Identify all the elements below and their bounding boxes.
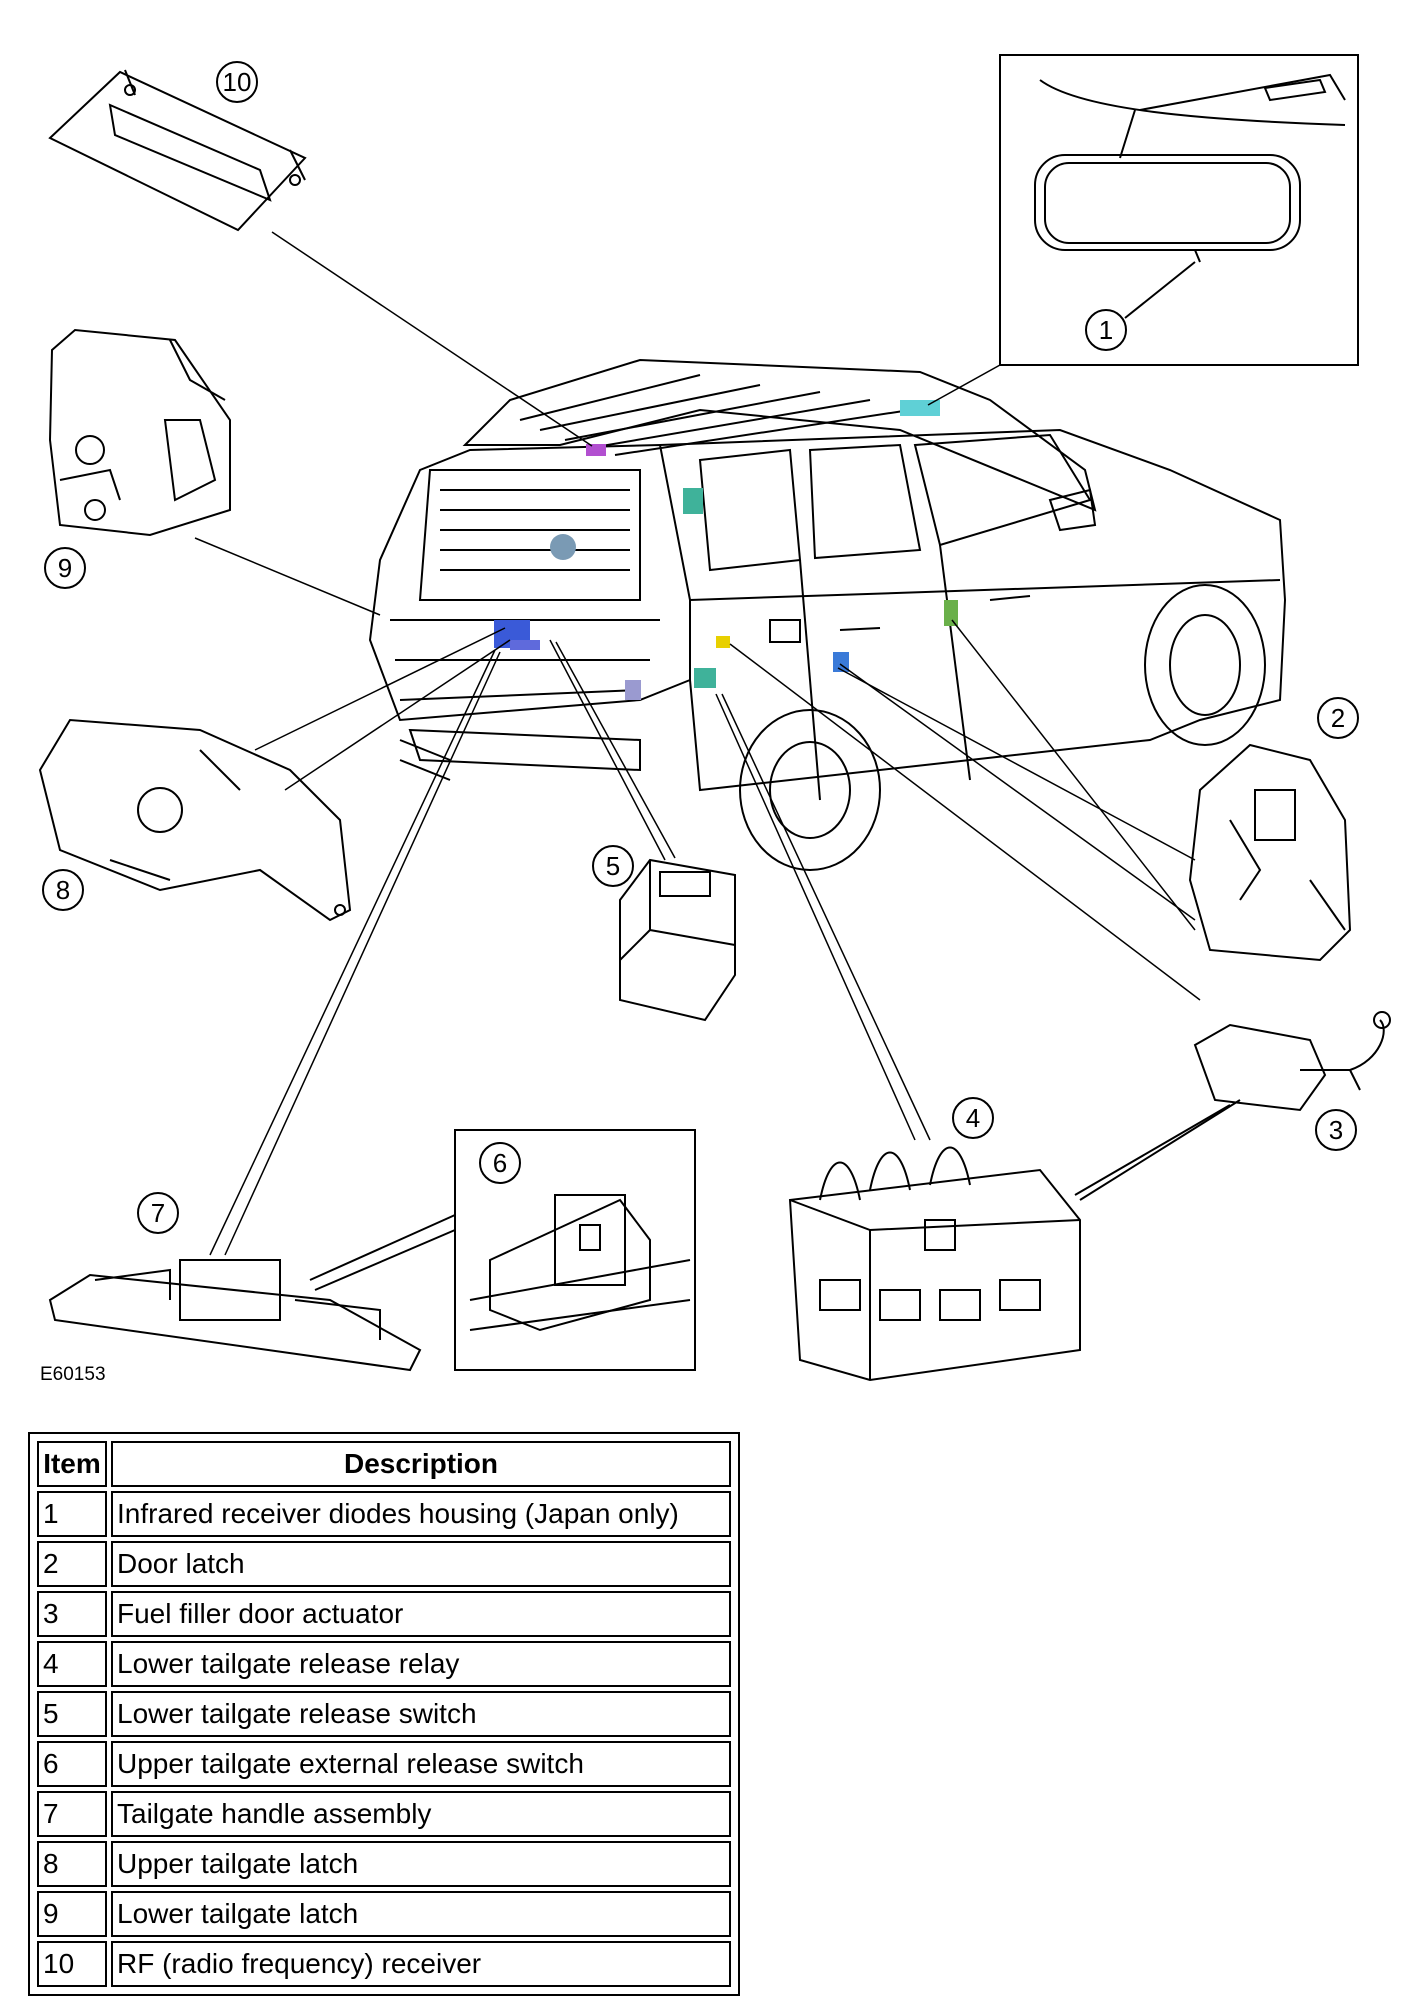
item-number: 10 [37, 1941, 107, 1987]
callout-8: 8 [56, 875, 70, 905]
highlight-roof-module [683, 488, 703, 514]
table-row: 9 Lower tailgate latch [37, 1891, 731, 1937]
table-row: 3 Fuel filler door actuator [37, 1591, 731, 1637]
callout-circles [42, 61, 1359, 1234]
item-description: Upper tailgate external release switch [111, 1741, 731, 1787]
item-description: Tailgate handle assembly [111, 1791, 731, 1837]
callout-1: 1 [1099, 315, 1113, 345]
figure-code: E60153 [40, 1364, 106, 1385]
part-fuel-filler-door-actuator [1074, 1011, 1391, 1201]
callout-6: 6 [493, 1148, 507, 1178]
highlight-switch [625, 680, 641, 700]
highlight-fuel-actuator [716, 636, 730, 648]
item-description: Fuel filler door actuator [111, 1591, 731, 1637]
table-row: 8 Upper tailgate latch [37, 1841, 731, 1887]
callout-10: 10 [223, 67, 252, 97]
part-lower-tailgate-latch [48, 328, 231, 537]
highlight-rf-receiver [586, 444, 606, 456]
item-number: 3 [37, 1591, 107, 1637]
item-description: Door latch [111, 1541, 731, 1587]
item-number: 1 [37, 1491, 107, 1537]
inset-upper-tailgate-release-switch [309, 1129, 696, 1371]
callout-4: 4 [966, 1103, 980, 1133]
highlight-relay [694, 668, 716, 688]
item-description: Lower tailgate latch [111, 1891, 731, 1937]
part-door-latch [1188, 743, 1352, 962]
callout-9: 9 [58, 553, 72, 583]
header-description: Description [111, 1441, 731, 1487]
table-row: 4 Lower tailgate release relay [37, 1641, 731, 1687]
callout-7: 7 [151, 1198, 165, 1228]
header-item: Item [37, 1441, 107, 1487]
item-number: 2 [37, 1541, 107, 1587]
callout-labels: 1 2 3 4 5 6 7 8 9 10 [56, 67, 1345, 1228]
item-number: 9 [37, 1891, 107, 1937]
table-header-row: Item Description [37, 1441, 731, 1487]
highlight-door-latch-front [944, 600, 958, 626]
part-upper-tailgate-latch [38, 718, 352, 922]
inset-mirror-ir-receiver [999, 54, 1359, 366]
item-description: Lower tailgate release switch [111, 1691, 731, 1737]
item-description: Lower tailgate release relay [111, 1641, 731, 1687]
part-lower-tailgate-release-relay [788, 1146, 1081, 1382]
table-row: 1 Infrared receiver diodes housing (Japa… [37, 1491, 731, 1537]
item-number: 7 [37, 1791, 107, 1837]
part-tailgate-handle-assembly [48, 1259, 422, 1372]
callout-5: 5 [606, 851, 620, 881]
parts-legend-table: Item Description 1 Infrared receiver dio… [28, 1432, 740, 1996]
vehicle-illustration [368, 358, 1287, 871]
item-description: RF (radio frequency) receiver [111, 1941, 731, 1987]
item-description: Infrared receiver diodes housing (Japan … [111, 1491, 731, 1537]
item-number: 5 [37, 1691, 107, 1737]
leader-lines [194, 231, 1201, 1256]
component-highlights [494, 400, 958, 700]
highlight-tailgate-badge [550, 534, 576, 560]
item-number: 6 [37, 1741, 107, 1787]
table-row: 7 Tailgate handle assembly [37, 1791, 731, 1837]
item-description: Upper tailgate latch [111, 1841, 731, 1887]
table-row: 6 Upper tailgate external release switch [37, 1741, 731, 1787]
callout-3: 3 [1329, 1115, 1343, 1145]
highlight-handle [510, 640, 540, 650]
table-row: 2 Door latch [37, 1541, 731, 1587]
table-row: 5 Lower tailgate release switch [37, 1691, 731, 1737]
component-location-diagram: 1 2 3 4 5 6 7 8 9 10 E60153 [38, 54, 1391, 1385]
item-number: 4 [37, 1641, 107, 1687]
part-lower-tailgate-release-switch [619, 858, 736, 1022]
part-rf-receiver [48, 69, 307, 232]
table-row: 10 RF (radio frequency) receiver [37, 1941, 731, 1987]
callout-2: 2 [1331, 703, 1345, 733]
item-number: 8 [37, 1841, 107, 1887]
